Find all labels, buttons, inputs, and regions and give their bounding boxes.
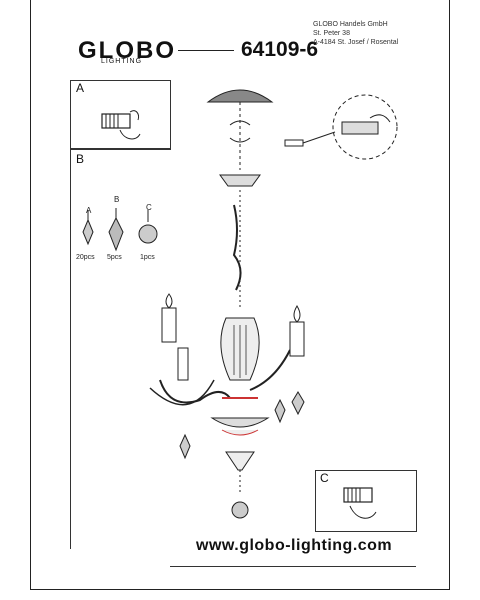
crystal-letter: C xyxy=(146,203,152,212)
crystal-quantity: 1pcs xyxy=(140,254,155,261)
section-c-box xyxy=(315,470,417,532)
brand-sub: LIGHTING xyxy=(101,58,143,65)
logo-divider xyxy=(178,50,234,51)
section-a-box xyxy=(70,80,171,149)
crystals-illustration xyxy=(82,208,158,252)
section-c-illustration xyxy=(343,487,377,519)
brand-logo: GLOBO xyxy=(78,37,176,64)
crystal-letter: B xyxy=(114,195,120,204)
model-number: 64109-6 xyxy=(241,38,319,61)
detail-zoom-circle xyxy=(332,94,398,160)
instruction-sheet xyxy=(30,0,450,590)
section-c-label: C xyxy=(320,471,329,485)
section-a-illustration xyxy=(101,110,141,140)
company-address: GLOBO Handels GmbH St. Peter 38 A-4184 S… xyxy=(313,20,398,47)
section-a-label: A xyxy=(76,81,85,95)
section-b-box xyxy=(70,149,171,549)
chandelier-exploded-diagram xyxy=(149,89,336,519)
crystal-quantity: 5pcs xyxy=(107,254,122,261)
website-url[interactable]: www.globo-lighting.com xyxy=(196,537,393,554)
crystal-quantity: 20pcs xyxy=(76,254,95,261)
address-line: GLOBO Handels GmbH xyxy=(313,21,388,28)
crystal-letter: A xyxy=(86,206,92,215)
address-line: A-4184 St. Josef / Rosental xyxy=(313,39,399,46)
address-line: St. Peter 38 xyxy=(313,30,350,37)
footer-divider xyxy=(170,566,416,567)
section-b-label: B xyxy=(76,152,85,166)
